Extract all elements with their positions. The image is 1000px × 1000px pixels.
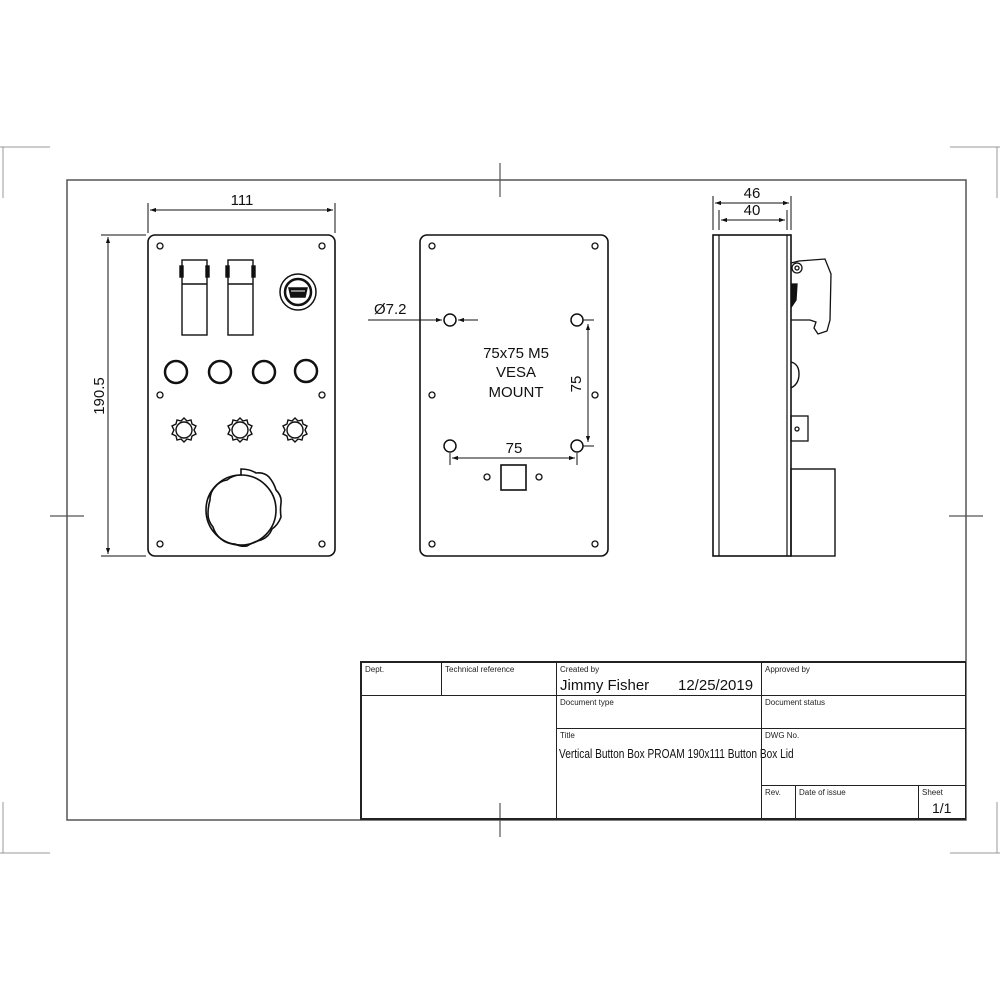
cable-port-square (500, 464, 527, 491)
screw-hole-icons (428, 242, 599, 548)
front-view (147, 234, 336, 557)
vesa-hole-icons (443, 313, 584, 453)
created-by-label: Created by (560, 665, 600, 674)
push-button-side-icon (790, 361, 800, 389)
front-view-dimensions (101, 203, 336, 557)
knob-side-icon (790, 468, 836, 557)
toggle-switch-side-icon (790, 258, 832, 335)
vesa-label-line3: MOUNT (489, 384, 544, 401)
technical-reference-label: Technical reference (445, 665, 515, 674)
sheet-trim-marks (0, 146, 1000, 854)
title-value: Vertical Button Box PROAM 190x111 Button… (559, 746, 794, 761)
sheet-value: 1/1 (932, 800, 952, 816)
drawing-frame (66, 179, 967, 821)
width-dimension-label: 111 (231, 192, 254, 209)
document-status-cell: Document status (761, 695, 966, 729)
rev-cell: Rev. (761, 785, 796, 819)
sheet-label: Sheet (922, 788, 943, 797)
dept-label: Dept. (365, 665, 385, 674)
created-by-value: Jimmy Fisher (560, 677, 650, 694)
back-panel-outline (419, 234, 609, 557)
technical-reference-cell: Technical reference (441, 662, 557, 696)
title-cell: Title Vertical Button Box PROAM 190x111 … (556, 728, 794, 819)
vesa-label-line1: 75x75 M5 (483, 345, 549, 362)
approved-by-cell: Approved by (761, 662, 966, 696)
created-by-cell: Created by Jimmy Fisher 12/25/2019 (556, 662, 762, 696)
notes-area (361, 695, 557, 819)
large-knob-icon (205, 468, 282, 548)
back-view-dimensions (368, 317, 594, 465)
hole-diameter-label: Ø7.2 (374, 301, 407, 318)
dwg-no-label: DWG No. (765, 731, 800, 740)
created-date-value: 12/25/2019 (678, 677, 754, 694)
center-marks (50, 163, 983, 837)
side-view (712, 234, 836, 557)
encoder-side-icon (790, 415, 809, 442)
date-of-issue-cell: Date of issue (795, 785, 919, 819)
rotary-encoder-icon (171, 417, 308, 443)
push-button-icon (163, 358, 319, 385)
approved-by-label: Approved by (765, 665, 810, 674)
vesa-vertical-spacing-label: 75 (568, 376, 585, 393)
sheet-cell: Sheet 1/1 (918, 785, 966, 819)
usb-port-icon (279, 273, 317, 311)
front-panel-outline (147, 234, 336, 557)
document-type-cell: Document type (556, 695, 762, 729)
dwg-no-cell: DWG No. (761, 728, 966, 786)
side-body-outline (712, 234, 792, 557)
inner-depth-label: 40 (744, 202, 761, 219)
vesa-horizontal-spacing-label: 75 (506, 440, 523, 457)
side-view-dimensions (712, 196, 792, 230)
back-view (419, 234, 609, 557)
rev-label: Rev. (765, 788, 781, 797)
mount-hole-icons (156, 242, 326, 548)
title-label: Title (560, 731, 575, 740)
dept-cell: Dept. (361, 662, 442, 696)
document-type-label: Document type (560, 698, 614, 707)
document-status-label: Document status (765, 698, 826, 707)
date-of-issue-label: Date of issue (799, 788, 846, 797)
outer-depth-label: 46 (744, 185, 761, 202)
toggle-switch-icon (179, 259, 210, 336)
title-block: Dept. Technical reference Created by Jim… (360, 661, 966, 820)
toggle-switch-icon (225, 259, 256, 336)
height-dimension-label: 190.5 (91, 377, 108, 415)
vesa-label-line2: VESA (496, 364, 536, 381)
